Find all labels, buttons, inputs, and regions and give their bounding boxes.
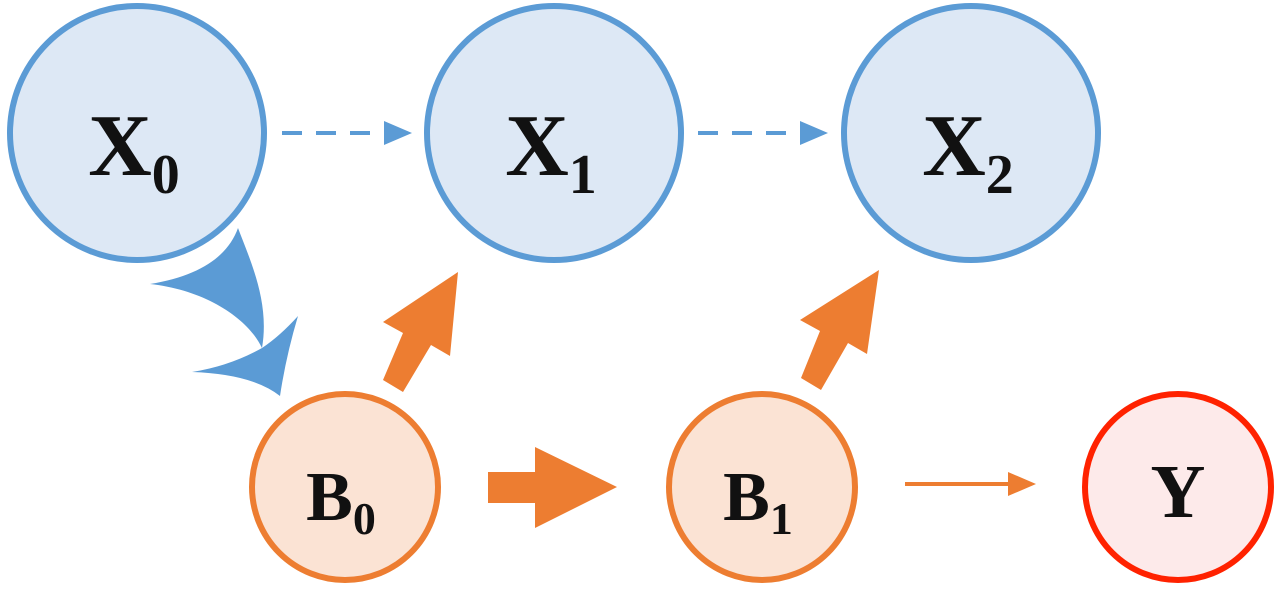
node-x2-subscript: 2: [986, 144, 1014, 206]
thin-arrow-b1-y: [905, 472, 1036, 496]
node-x1-letter: X: [505, 98, 569, 195]
node-b1: B1: [666, 391, 858, 583]
node-b1-subscript: 1: [770, 493, 793, 544]
curved-arrow-x0-b0: [150, 228, 298, 396]
svg-text:X2: X2: [922, 98, 1014, 206]
node-x0: X0: [7, 3, 267, 263]
node-y-letter: Y: [1151, 450, 1206, 534]
node-b0-letter: B: [306, 459, 353, 536]
node-b0-subscript: 0: [353, 493, 376, 544]
dashed-arrow-x1-x2: [698, 121, 828, 145]
svg-text:X0: X0: [88, 98, 180, 206]
thick-arrow-b0-x1: [383, 272, 458, 392]
node-x1-subscript: 1: [569, 144, 597, 206]
node-x0-subscript: 0: [152, 144, 180, 206]
thick-arrow-b0-b1: [488, 447, 617, 528]
svg-text:Y: Y: [1151, 450, 1206, 534]
dashed-arrow-x0-x1: [282, 121, 412, 145]
node-x0-letter: X: [88, 98, 152, 195]
node-x2-letter: X: [922, 98, 986, 195]
node-b1-letter: B: [723, 459, 770, 536]
thick-arrow-b1-x2: [800, 270, 879, 390]
node-x2: X2: [841, 3, 1101, 263]
node-x1: X1: [424, 3, 684, 263]
node-b0: B0: [249, 391, 441, 583]
svg-text:B0: B0: [306, 459, 376, 544]
svg-text:B1: B1: [723, 459, 793, 544]
svg-text:X1: X1: [505, 98, 597, 206]
node-y: Y: [1082, 391, 1274, 583]
